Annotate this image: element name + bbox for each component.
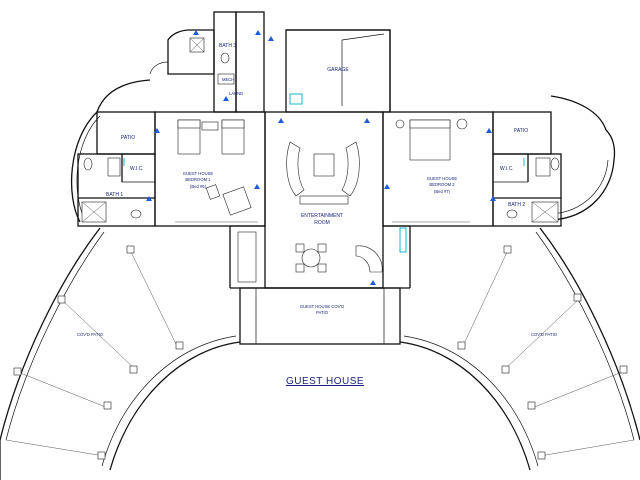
- covd-patio-center-line1: GUEST HOUSE COV'D: [300, 304, 344, 309]
- bedroom1-bed: (Bed #6): [190, 184, 207, 189]
- covd-patio-center-line2: PATIO: [316, 310, 329, 315]
- wic-right-label: W.I.C.: [500, 166, 514, 172]
- bath3-label: BATH 3: [219, 43, 236, 49]
- bedroom2-line1: GUEST HOUSE: [427, 176, 458, 181]
- plan-title: GUEST HOUSE: [286, 376, 364, 387]
- wic-left-label: W.I.C.: [130, 166, 144, 172]
- bedroom2-line2: BEDROOM 2: [429, 182, 455, 187]
- service-block: BATH 3 MECH LAUND GARAGE: [149, 11, 391, 113]
- laund-label: LAUND: [229, 91, 243, 96]
- bedroom1-line1: GUEST HOUSE: [183, 171, 214, 176]
- bath2-label: BATH 2: [508, 202, 525, 208]
- entertainment-room: ENTERTAINMENT ROOM: [229, 111, 411, 289]
- markers: [146, 30, 496, 285]
- right-wing: GUEST HOUSE BEDROOM 2 (Bed #7) PATIO W.I…: [382, 95, 616, 227]
- entertainment-line1: ENTERTAINMENT: [301, 213, 343, 219]
- bedroom1-line2: BEDROOM 1: [185, 177, 211, 182]
- patio-left-label: PATIO: [121, 135, 135, 141]
- entertainment-line2: ROOM: [314, 220, 330, 226]
- bedroom2-bed: (Bed #7): [434, 189, 451, 194]
- mech-label: MECH: [222, 77, 234, 82]
- center-covd-patio: GUEST HOUSE COV'D PATIO: [239, 287, 401, 345]
- bath1-label: BATH 1: [106, 192, 123, 198]
- patio-right-label: PATIO: [514, 128, 528, 134]
- covd-patio-right-label: COV'D PATIO: [531, 332, 558, 337]
- garage-label: GARAGE: [327, 67, 349, 73]
- left-wing: PATIO W.I.C. BATH 1 GUEST HOUSE BEDROOM …: [70, 79, 266, 227]
- covd-patio-left-label: COV'D PATIO: [77, 332, 104, 337]
- left-covd-patio: COV'D PATIO: [0, 227, 241, 480]
- right-covd-patio: COV'D PATIO: [399, 227, 640, 471]
